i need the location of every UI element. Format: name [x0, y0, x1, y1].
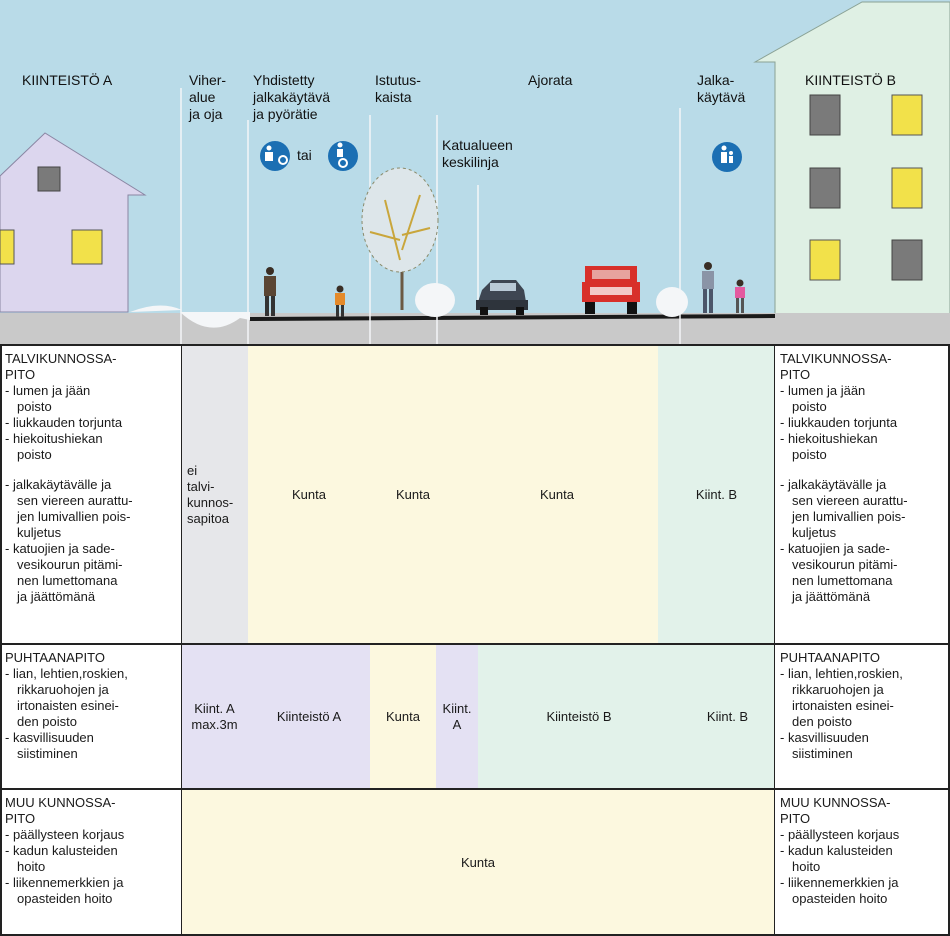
street-illustration: [0, 0, 950, 345]
puhtaana-item: kasvillisuuden siistiminen: [5, 730, 176, 762]
talvi-item: jalkakäytävälle ja sen viereen aurattu- …: [780, 477, 945, 541]
talvi-item: katuojien ja sade- vesikourun pitämi- ne…: [780, 541, 945, 605]
table-left-border: [0, 344, 2, 936]
muu-item: päällysteen korjaus: [5, 827, 176, 843]
column-divider: [774, 344, 775, 936]
table-right-border: [948, 344, 950, 936]
child-person-icon: [335, 285, 345, 317]
child-pedestrian-icon: [735, 279, 745, 313]
kiinteisto-a-label: KIINTEISTÖ A: [22, 72, 113, 88]
car-icon: [476, 280, 528, 315]
muu-heading-right: MUU KUNNOSSA- PITO: [780, 795, 891, 826]
talvi-zone-viheralue: ei talvi- kunnos- sapitoa: [181, 345, 248, 644]
talvi-item: lumen ja jään poisto: [5, 383, 176, 415]
katualue-label: Katualueen keskilinja: [442, 137, 513, 170]
istutuskaista-label: Istutus- kaista: [375, 72, 421, 105]
yhdistetty-label: Yhdistetty jalkakäytävä ja pyörätie: [253, 72, 331, 122]
talvi-heading: TALVIKUNNOSSA- PITO: [5, 351, 117, 382]
puhtaana-right-cell: PUHTAANAPITO lian, lehtien,roskien, rikk…: [775, 644, 950, 789]
muu-item: kadun kalusteiden hoito: [780, 843, 945, 875]
snow-pile: [656, 287, 688, 317]
house-b-icon: [753, 1, 950, 319]
tai-label: tai: [297, 147, 312, 163]
puhtaana-zone-keskilinja-a: Kiint. A: [436, 644, 478, 789]
talvi-left-cell: TALVIKUNNOSSA- PITO lumen ja jään poisto…: [0, 345, 181, 644]
muu-list: päällysteen korjaus kadun kalusteiden ho…: [5, 827, 176, 907]
muu-left-cell: MUU KUNNOSSA- PITO päällysteen korjaus k…: [0, 789, 181, 936]
muu-item: liikennemerkkien ja opasteiden hoito: [5, 875, 176, 907]
muu-right-cell: MUU KUNNOSSA- PITO päällysteen korjaus k…: [775, 789, 950, 936]
puhtaana-zone-ajorata: Kiinteistö B: [478, 644, 680, 789]
puhtaana-zone-viheralue: Kiint. A max.3m: [181, 644, 248, 789]
muu-list-right: päällysteen korjaus kadun kalusteiden ho…: [780, 827, 945, 907]
muu-item: kadun kalusteiden hoito: [5, 843, 176, 875]
snow-pile: [415, 283, 455, 317]
viheralue-label: Viher- alue ja oja: [189, 72, 227, 122]
ditch-snow: [180, 312, 250, 328]
puhtaana-item: kasvillisuuden siistiminen: [780, 730, 945, 762]
muu-heading: MUU KUNNOSSA- PITO: [5, 795, 116, 826]
tree-icon: [361, 167, 439, 310]
talvi-item: jalkakäytävälle ja sen viereen aurattu- …: [5, 477, 176, 541]
pedestrian-bicycle-sign-icon: [260, 141, 358, 171]
ajorata-label: Ajorata: [528, 72, 573, 88]
column-divider: [181, 344, 182, 936]
kiinteisto-b-label: KIINTEISTÖ B: [805, 72, 897, 88]
puhtaana-heading: PUHTAANAPITO: [5, 650, 105, 665]
talvi-item: lumen ja jään poisto: [780, 383, 945, 415]
muu-item: päällysteen korjaus: [780, 827, 945, 843]
talvi-heading-right: TALVIKUNNOSSA- PITO: [780, 351, 892, 382]
talvi-item: liukkauden torjunta: [5, 415, 176, 431]
talvi-zone-kevytvayla: Kunta: [248, 345, 370, 644]
puhtaana-list: lian, lehtien,roskien, rikkaruohojen ja …: [5, 666, 176, 762]
road-surface: [249, 314, 776, 321]
jalkakaytava-label: Jalka- käytävä: [697, 72, 746, 105]
puhtaana-heading-right: PUHTAANAPITO: [780, 650, 880, 665]
puhtaana-left-cell: PUHTAANAPITO lian, lehtien,roskien, rikk…: [0, 644, 181, 789]
talvi-list-right: lumen ja jään poisto liukkauden torjunta…: [780, 383, 945, 605]
house-a-icon: [0, 132, 147, 313]
muu-zone-kunta: Kunta: [181, 789, 775, 936]
adult-pedestrian-icon: [702, 262, 714, 313]
row-divider: [0, 788, 950, 790]
talvi-item: katuojien ja sade- vesikourun pitämi- ne…: [5, 541, 176, 605]
talvi-zone-istutuskaista: Kunta: [370, 345, 456, 644]
puhtaana-item: lian, lehtien,roskien, rikkaruohojen ja …: [5, 666, 176, 730]
talvi-right-cell: TALVIKUNNOSSA- PITO lumen ja jään poisto…: [775, 345, 950, 644]
talvi-list: lumen ja jään poisto liukkauden torjunta…: [5, 383, 176, 605]
street-cross-section: KIINTEISTÖ A Viher- alue ja oja Yhdistet…: [0, 0, 950, 345]
table-bottom-border: [0, 934, 950, 936]
talvi-zone-ajorata: Kunta: [456, 345, 658, 644]
puhtaana-item: lian, lehtien,roskien, rikkaruohojen ja …: [780, 666, 945, 730]
table-top-border: [0, 344, 950, 346]
pickup-truck-icon: [582, 266, 640, 314]
talvi-item: liukkauden torjunta: [780, 415, 945, 431]
row-divider: [0, 643, 950, 645]
puhtaana-list-right: lian, lehtien,roskien, rikkaruohojen ja …: [780, 666, 945, 762]
person-icon: [264, 267, 276, 316]
talvi-item: hiekoitushiekan poisto: [780, 431, 945, 463]
puhtaana-zone-kevytvayla: Kiinteistö A: [248, 644, 370, 789]
muu-item: liikennemerkkien ja opasteiden hoito: [780, 875, 945, 907]
talvi-zone-jalkakaytava: Kiint. B: [658, 345, 775, 644]
puhtaana-zone-jalkakaytava: Kiint. B: [680, 644, 775, 789]
talvi-item: hiekoitushiekan poisto: [5, 431, 176, 463]
puhtaana-zone-istutuskaista: Kunta: [370, 644, 436, 789]
pedestrian-sign-icon: [712, 142, 742, 172]
